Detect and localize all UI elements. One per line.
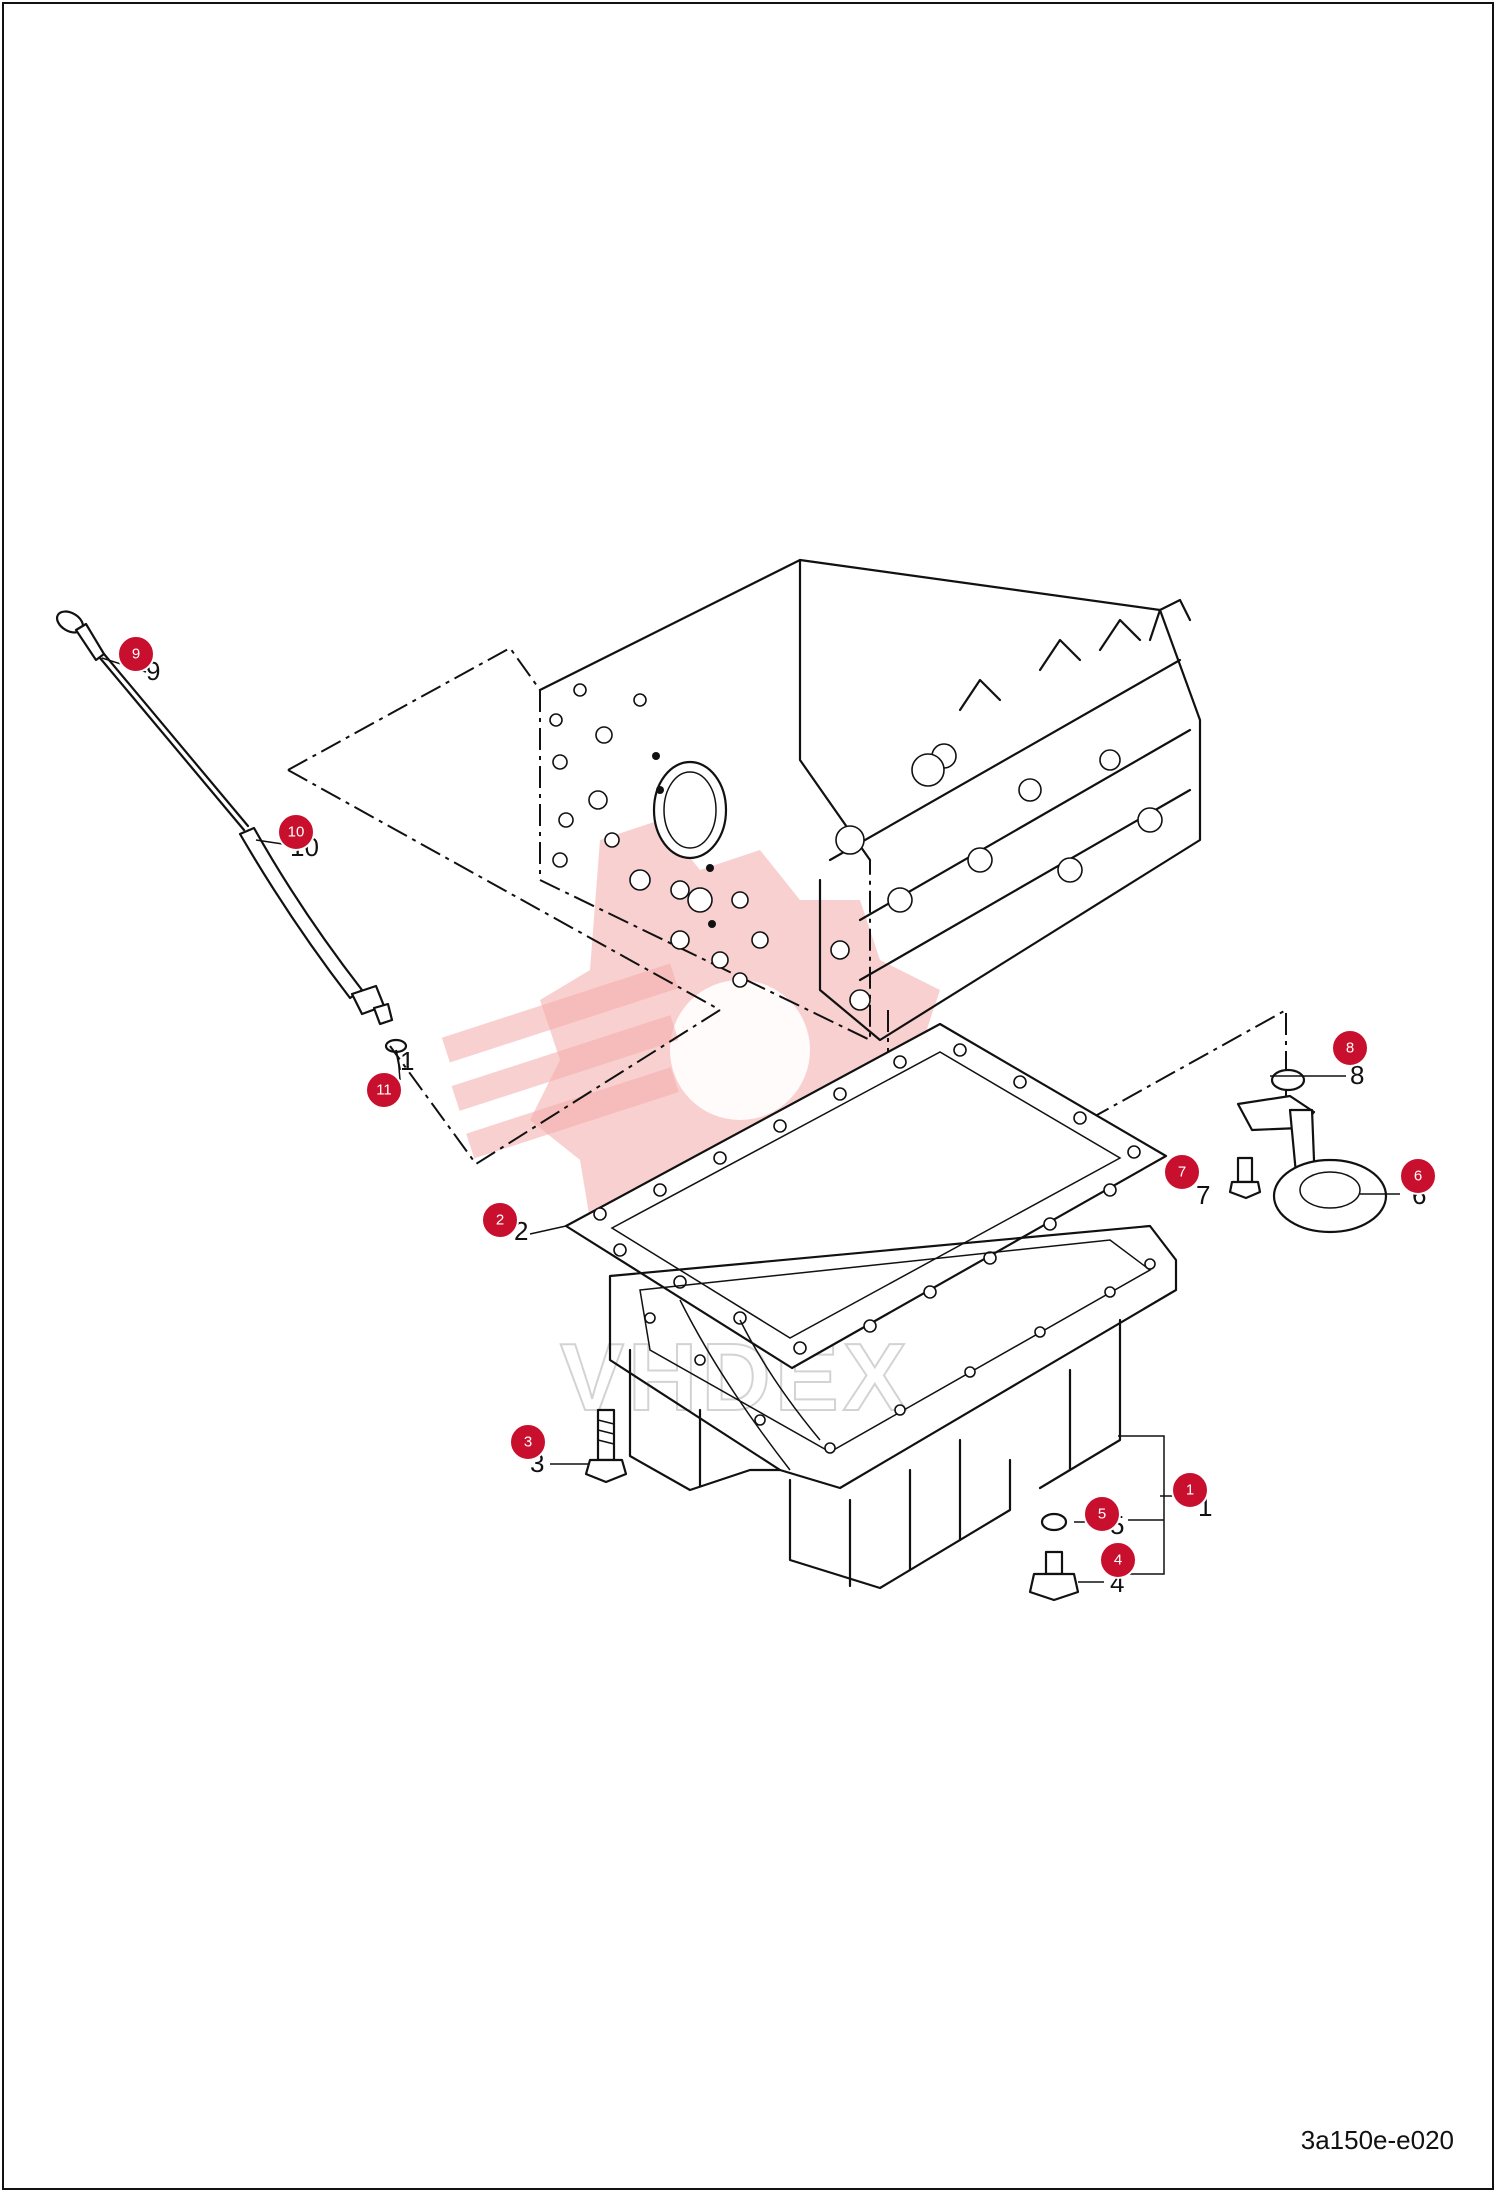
oil-pan <box>608 1224 1178 1590</box>
plain-num-8: 8 <box>1350 1060 1364 1090</box>
dipstick-guide-tube <box>238 826 394 1026</box>
callout-3[interactable]: 3 <box>509 1423 547 1461</box>
callout-6[interactable]: 6 <box>1399 1157 1437 1195</box>
svg-text:7: 7 <box>1178 1164 1186 1181</box>
diagram-reference-code: 3a150e-e020 <box>1300 2125 1454 2155</box>
svg-text:11: 11 <box>376 1082 392 1099</box>
watermark-text: VHDEX <box>560 1324 911 1431</box>
callout-1[interactable]: 1 <box>1171 1471 1209 1509</box>
bolt-3 <box>584 1408 628 1484</box>
svg-text:5: 5 <box>1098 1506 1106 1523</box>
svg-text:3: 3 <box>524 1434 532 1451</box>
plain-num-7: 7 <box>1196 1180 1210 1210</box>
callout-7[interactable]: 7 <box>1163 1153 1201 1191</box>
callout-10[interactable]: 10 <box>277 813 315 851</box>
callout-2[interactable]: 2 <box>481 1201 519 1239</box>
svg-text:8: 8 <box>1346 1040 1354 1057</box>
watermark-logo: VHDEX <box>441 820 960 1432</box>
engine-block <box>538 558 1202 1042</box>
svg-text:10: 10 <box>288 824 305 841</box>
callout-5[interactable]: 5 <box>1083 1495 1121 1533</box>
drain-plug-parts <box>1028 1512 1080 1602</box>
drain-plug-4 <box>1044 1550 1064 1576</box>
svg-text:4: 4 <box>1114 1552 1122 1569</box>
svg-text:9: 9 <box>132 646 140 663</box>
callout-4[interactable]: 4 <box>1099 1541 1137 1579</box>
callout-8[interactable]: 8 <box>1331 1029 1369 1067</box>
oil-strainer <box>1228 1068 1388 1234</box>
gasket-5 <box>1040 1512 1068 1532</box>
o-ring-8 <box>1270 1068 1306 1092</box>
plain-num-11: 1 <box>400 1046 414 1076</box>
svg-text:6: 6 <box>1414 1168 1422 1185</box>
callout-badges: 9 10 11 8 7 6 2 3 1 5 4 <box>117 635 1437 1579</box>
bolt-7 <box>1236 1156 1254 1184</box>
callout-11[interactable]: 11 <box>365 1071 403 1109</box>
callout-9[interactable]: 9 <box>117 635 155 673</box>
dipstick <box>55 610 250 832</box>
svg-text:1: 1 <box>1186 1482 1194 1499</box>
svg-text:2: 2 <box>496 1212 504 1229</box>
